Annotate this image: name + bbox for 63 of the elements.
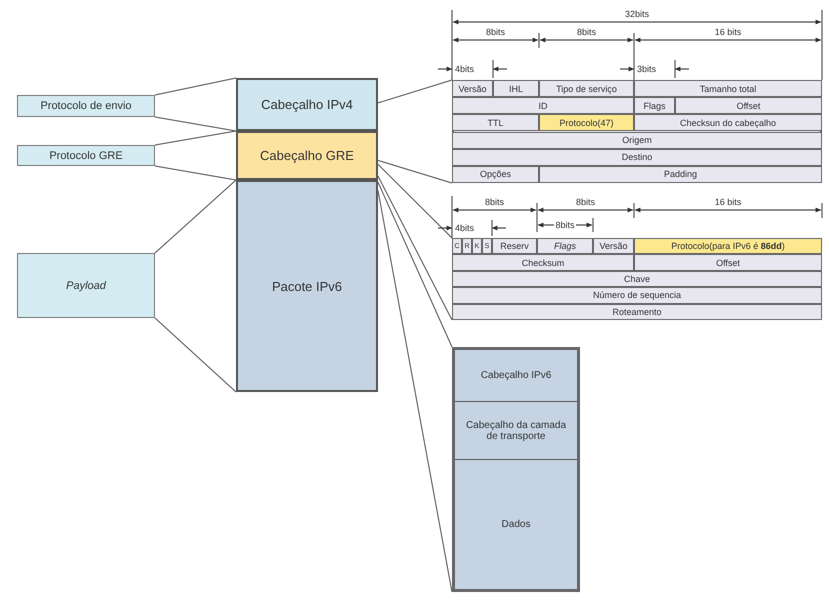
dimension-label: 8bits (576, 27, 596, 37)
packet-section: Cabeçalho IPv6 (455, 350, 577, 401)
dimension-label: 8bits (484, 197, 504, 207)
header-field: Roteamento (452, 304, 822, 320)
connector-line (154, 130, 236, 146)
header-field: Versão (452, 80, 493, 98)
node-label: Cabeçalho IPv4 (261, 97, 353, 112)
node-label: Protocolo de envio (40, 100, 132, 112)
node-label: Cabeçalho GRE (260, 148, 354, 163)
packet-segment (236, 78, 378, 131)
header-table (452, 80, 822, 183)
header-field: Offset (634, 254, 822, 271)
protocol-box (17, 145, 155, 166)
packet-box (452, 347, 580, 592)
packet-segment (236, 180, 378, 392)
header-field: Chave (452, 270, 822, 288)
dimension-label: 16 bits (714, 27, 742, 37)
connector-line (378, 160, 452, 184)
node-label: Protocolo GRE (49, 150, 123, 162)
protocol-box (17, 95, 155, 117)
header-field: Flags (634, 97, 675, 114)
dimension-label: 8bits (576, 197, 595, 207)
header-field: Tipo de serviço (539, 80, 634, 98)
dimension-label: 8bits (554, 220, 576, 230)
connector-line (154, 116, 236, 132)
dimension-label: 4bits (455, 64, 474, 74)
header-field: Protocolo(47) (539, 114, 634, 132)
dimension-label: 3bits (637, 64, 656, 74)
header-field: Tamanho total (634, 80, 822, 98)
packet-section: Cabeçalho da camada de transporte (455, 401, 577, 459)
header-table (452, 238, 822, 320)
header-field: Checksum (452, 254, 634, 271)
header-field: Número de sequencia (452, 287, 822, 304)
connector-line (154, 180, 236, 254)
node-label: Payload (66, 280, 106, 292)
connector-line (378, 164, 452, 238)
connector-line (378, 182, 452, 348)
packet-section: Dados (455, 459, 577, 589)
header-field: Origem (452, 132, 822, 149)
header-field: Destino (452, 148, 822, 166)
dimension-label: 4bits (455, 223, 474, 233)
connector-line (378, 176, 452, 320)
connector-line (154, 318, 236, 392)
header-field: TTL (452, 114, 539, 132)
header-field: IHL (493, 80, 539, 98)
connector-line (154, 166, 236, 180)
dimension-label: 32bits (624, 9, 650, 19)
header-field: Versão (593, 238, 634, 254)
dimension-label: 8bits (486, 27, 505, 37)
header-field: Padding (539, 166, 822, 183)
header-field: Checksun do cabeçalho (634, 114, 822, 132)
node-label: Pacote IPv6 (272, 278, 342, 294)
header-field: Flags (537, 238, 593, 254)
dimension-label: 16 bits (714, 197, 742, 207)
payload-box (17, 253, 155, 318)
header-field: Offset (675, 97, 822, 114)
header-field: Opções (452, 166, 539, 183)
header-field: Protocolo(para IPv6 é 86dd) (634, 238, 822, 254)
packet-segment (236, 131, 378, 180)
connector-line (378, 80, 452, 104)
header-field: ID (452, 97, 634, 114)
connector-line (154, 78, 236, 96)
header-field: Reserv (492, 238, 537, 254)
